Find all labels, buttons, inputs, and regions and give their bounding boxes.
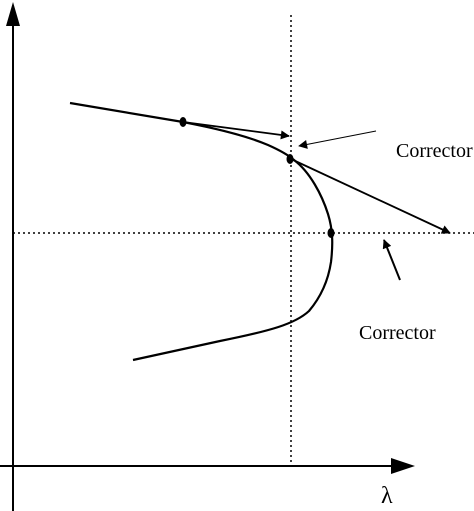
corrector-pointer-arrow-upper <box>298 130 377 149</box>
corrector-label-lower: Corrector <box>359 322 436 344</box>
curve-point-1 <box>179 117 187 127</box>
solution-curve <box>69 101 334 362</box>
x-axis-arrowhead-icon <box>391 458 415 474</box>
predictor-arrow-1 <box>182 121 290 140</box>
corrector-pointer-arrow-lower <box>382 239 401 281</box>
y-axis-arrowhead-icon <box>6 2 20 26</box>
curve-point-3 <box>327 228 335 238</box>
predictor-arrow-2 <box>290 158 451 234</box>
curve-point-2 <box>286 154 294 164</box>
x-axis-label: λ <box>381 483 393 509</box>
corrector-label-upper: Corrector <box>396 140 473 162</box>
